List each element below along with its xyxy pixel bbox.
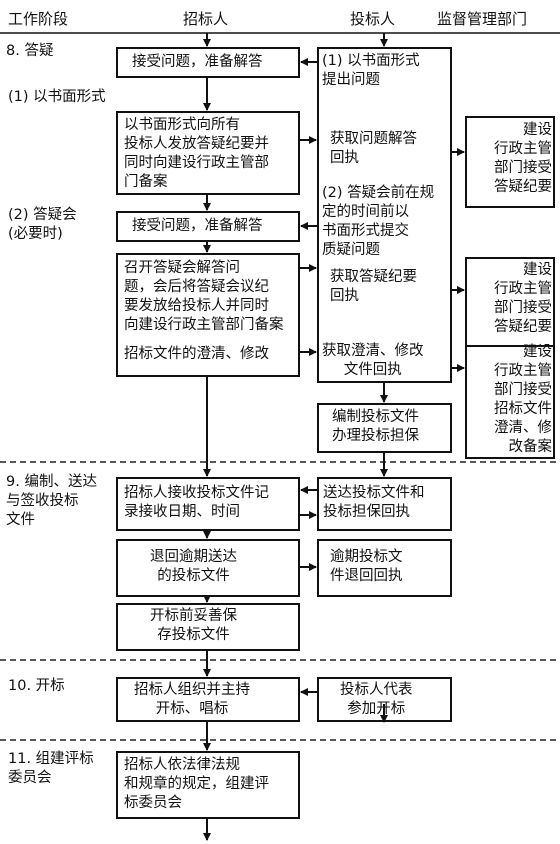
supervisor-receive-2-box	[465, 257, 555, 347]
bidder-qa-box	[317, 47, 452, 383]
supervisor-receive-3-box	[465, 337, 555, 459]
bidder-get-clarify-text: 获取澄清、修改 文件回执	[322, 343, 424, 378]
bidder-prepare-bid-text: 编制投标文件 办理投标担保	[332, 409, 419, 444]
bidder-deliver-bid-text: 送达投标文件和 投标担保回执	[323, 485, 425, 520]
header-supervisor: 监督管理部门	[437, 10, 528, 28]
stage-11-label: 11. 组建评标 委员会	[8, 751, 94, 786]
tenderer-meeting-text: 召开答疑会解答问 题，会后将答疑会议纪 要发放给投标人并同时 向建设行政主管部门…	[124, 260, 284, 333]
tenderer-issue-written-box	[116, 111, 300, 195]
bidder-late-receipt-text: 逾期投标文 件退回回执	[330, 549, 403, 584]
stage-8-label: 8. 答疑	[6, 43, 54, 59]
supervisor-receive-2-text: 建设 行政主管 部门接受 答疑纪要	[494, 262, 552, 335]
bidder-ask-written-text: (1) 以书面形式 提出问题	[322, 53, 420, 88]
tenderer-receive-bid-box	[116, 477, 300, 531]
tenderer-accept-questions-1-text: 接受问题，准备解答	[132, 54, 263, 70]
stage-8-1-label: (1) 以书面形式	[8, 89, 106, 105]
tenderer-open-bid-text: 招标人组织并主持 开标、唱标	[134, 682, 250, 717]
bidder-late-receipt-box	[317, 539, 452, 597]
tenderer-clarify-text: 招标文件的澄清、修改	[124, 346, 269, 362]
tenderer-meeting-box	[116, 253, 300, 377]
bidder-deliver-bid-box	[317, 477, 452, 531]
bidder-prepare-bid-box	[317, 403, 452, 453]
tenderer-issue-written-text: 以书面形式向所有 投标人发放答疑纪要并 同时向建设行政主管部 门备案	[124, 117, 269, 190]
tenderer-accept-questions-2-text: 接受问题，准备解答	[132, 218, 263, 234]
tenderer-return-late-box	[116, 539, 300, 597]
bidder-ask-meeting-text: (2) 答疑会前在规 定的时间前以 书面形式提交 质疑问题	[322, 185, 435, 258]
stage-9-label: 9. 编制、送达 与签收投标 文件	[6, 474, 97, 528]
tenderer-accept-questions-1-box	[116, 47, 300, 78]
supervisor-receive-3-text: 建设 行政主管 部门接受 招标文件 澄清、修 改备案	[494, 344, 552, 455]
supervisor-receive-1-box	[465, 116, 555, 208]
tenderer-open-bid-box	[116, 677, 300, 722]
header-bidder: 投标人	[350, 10, 396, 28]
header-stage: 工作阶段	[8, 10, 69, 28]
tenderer-accept-questions-2-box	[116, 211, 300, 242]
stage-10-label: 10. 开标	[8, 678, 65, 694]
tenderer-committee-box	[116, 751, 300, 819]
bidder-get-minutes-text: 获取答疑纪要 回执	[330, 269, 417, 304]
tenderer-keep-bid-box	[116, 603, 300, 651]
stage-8-2-label: (2) 答疑会 (必要时)	[8, 207, 77, 242]
supervisor-receive-1-text: 建设 行政主管 部门接受 答疑纪要	[494, 122, 552, 195]
bidder-attend-open-box	[317, 677, 452, 722]
tenderer-return-late-text: 退回逾期送达 的投标文件	[150, 549, 237, 584]
bidder-get-answer-text: 获取问题解答 回执	[330, 131, 417, 166]
header-tenderer: 招标人	[183, 10, 229, 28]
bidder-attend-open-text: 投标人代表 参加开标	[340, 682, 413, 717]
tenderer-committee-text: 招标人依法律法规 和规章的规定，组建评 标委员会	[124, 757, 269, 811]
tenderer-receive-bid-text: 招标人接收投标文件记 录接收日期、时间	[124, 485, 269, 520]
tenderer-keep-bid-text: 开标前妥善保 存投标文件	[150, 608, 237, 643]
